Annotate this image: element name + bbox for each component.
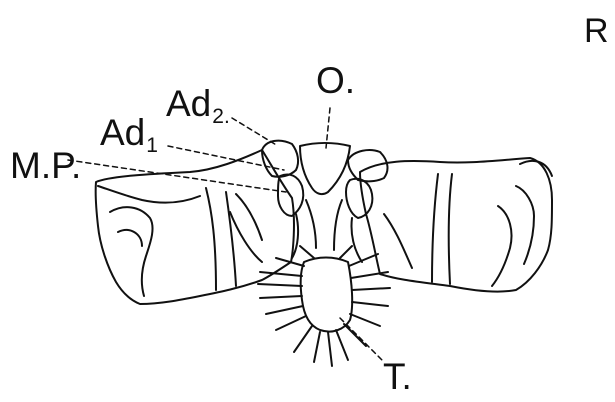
label-ad1: Ad1 — [100, 114, 158, 156]
left-plate-segment-line — [206, 188, 216, 290]
telson-spines — [258, 246, 390, 366]
label-ad1-main: Ad — [100, 112, 145, 153]
label-operculum: O. — [316, 62, 355, 99]
label-telson: T. — [383, 358, 412, 395]
leader-line-ad2 — [232, 118, 278, 146]
central-stem-inner — [306, 200, 316, 248]
label-mp: M.P. — [10, 147, 81, 184]
left-plate-segment-line-2 — [226, 192, 236, 286]
central-stem-right — [351, 218, 362, 262]
label-ad1-subscript: 1 — [146, 134, 158, 157]
telson-shape — [301, 258, 352, 332]
left-plate-crease-2 — [230, 212, 262, 262]
left-plate-upper-edge — [98, 186, 200, 203]
central-stem-inner-2 — [334, 200, 342, 250]
right-plate-segment-line — [432, 174, 438, 282]
right-plate-inner-fold — [516, 186, 534, 264]
right-plate-inner-fold-2 — [492, 206, 512, 286]
operculum-shape — [300, 143, 350, 194]
corner-letter-label: R — [584, 14, 609, 48]
label-ad2: Ad2. — [166, 85, 230, 127]
right-plate-crease — [384, 214, 412, 268]
label-ad2-subscript: 2. — [212, 105, 230, 128]
left-plate-outline — [96, 150, 294, 304]
left-plate-inner-fold-2 — [118, 230, 142, 246]
midpiece-right — [346, 179, 372, 218]
label-ad2-main: Ad — [166, 83, 211, 124]
upper-plate-right-knob — [348, 150, 387, 181]
right-plate-segment-line-2 — [449, 174, 452, 284]
